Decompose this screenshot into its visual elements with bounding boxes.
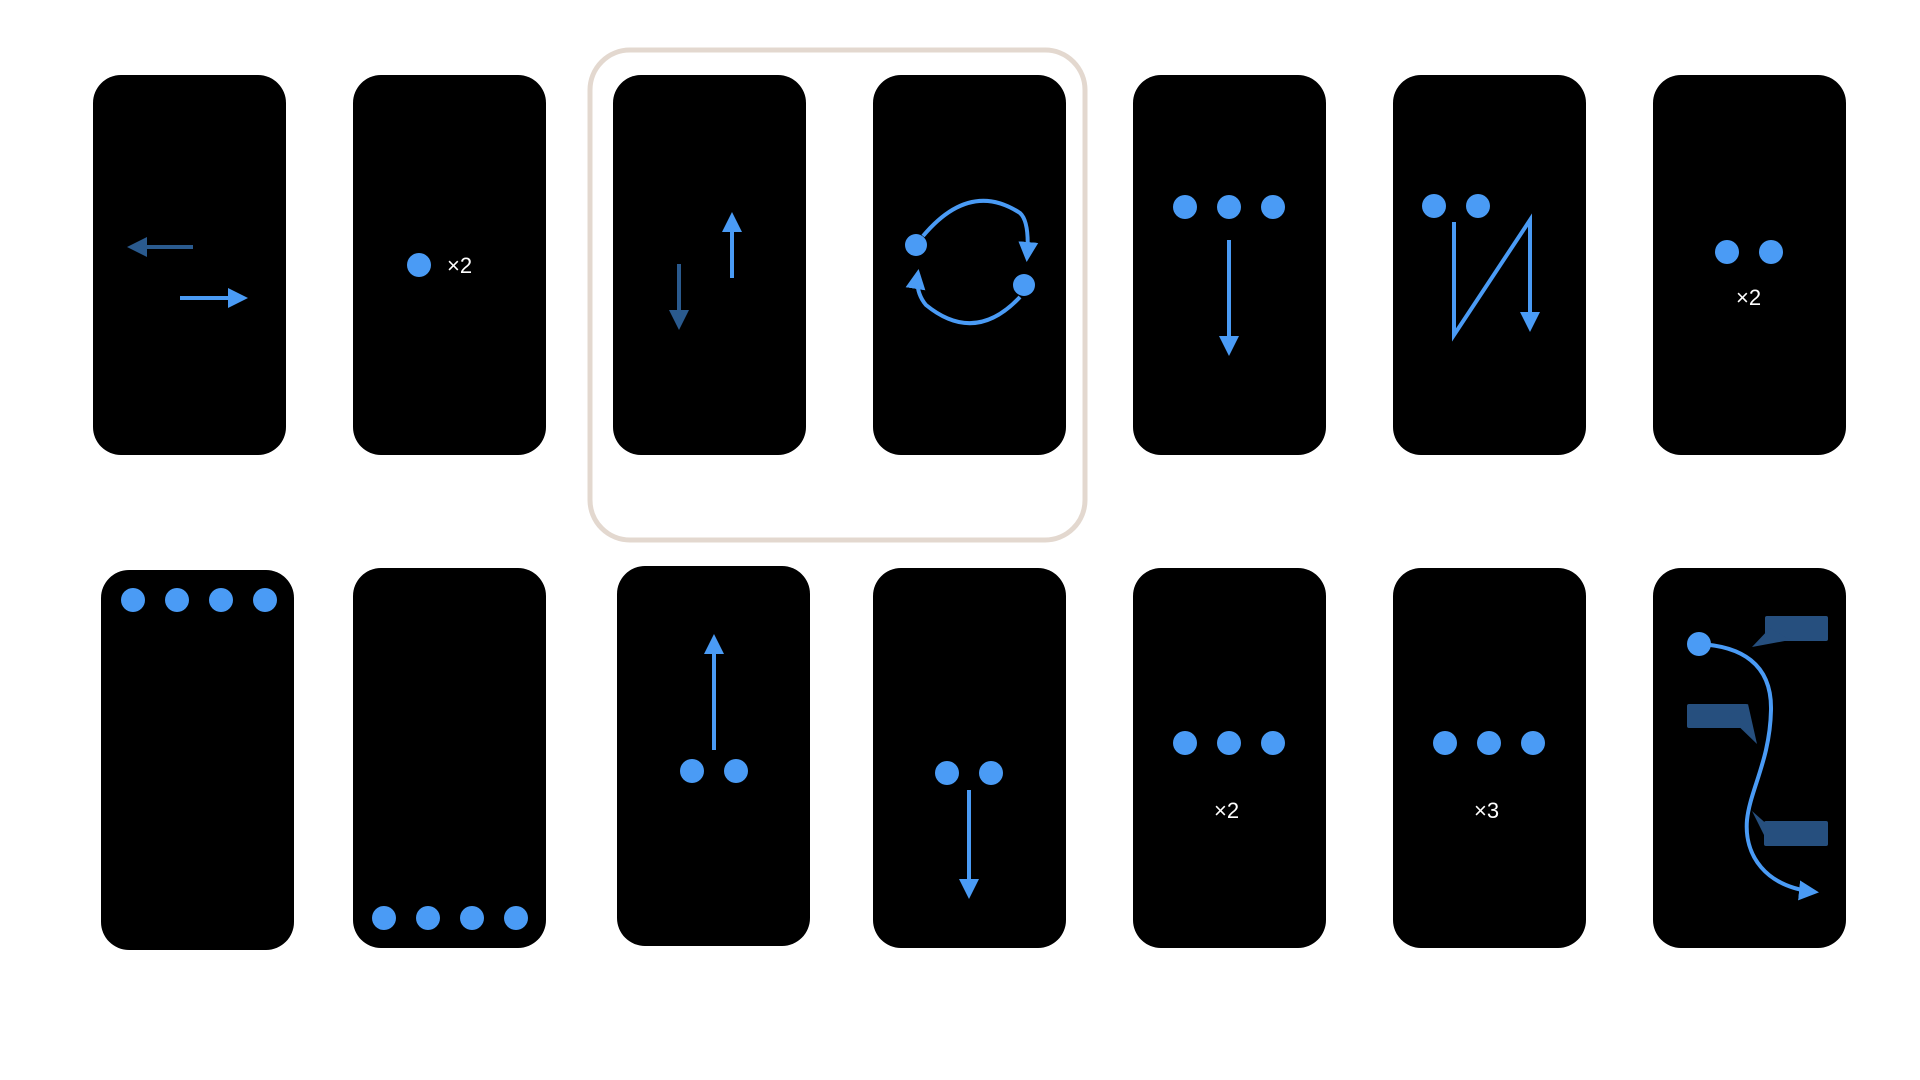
touch-point [1173, 195, 1197, 219]
gesture-card-two-finger-double-tap: ×2 [1653, 75, 1846, 455]
touch-point [935, 761, 959, 785]
touch-point [253, 588, 277, 612]
touch-point [1521, 731, 1545, 755]
gesture-card-drag-to-explore [1653, 568, 1846, 948]
touch-point [416, 906, 440, 930]
touch-point [209, 588, 233, 612]
tap-count-label: ×2 [447, 253, 472, 278]
touch-point [979, 761, 1003, 785]
tap-count-label: ×2 [1736, 285, 1761, 310]
gesture-card-two-finger-rotate [873, 75, 1066, 455]
touch-point [905, 234, 927, 256]
drag-path-with-popups-icon [1687, 616, 1828, 901]
gesture-card-three-finger-triple-tap: ×3 [1393, 568, 1586, 948]
touch-point [121, 588, 145, 612]
phone-screen [1393, 75, 1586, 455]
gesture-card-three-finger-swipe-down [1133, 75, 1326, 455]
gesture-card-four-finger-tap-bottom [353, 568, 546, 948]
touch-point [1759, 240, 1783, 264]
popup-card [1752, 616, 1828, 647]
gesture-card-flick-left-right [93, 75, 286, 455]
gesture-card-flick-up-down [613, 75, 806, 455]
group-highlight-frame [587, 47, 1088, 543]
phone-screen [93, 75, 286, 455]
two-finger-swipe-up-icon [680, 634, 748, 783]
gesture-card-four-finger-tap-top [101, 570, 294, 950]
touch-point [1715, 240, 1739, 264]
tap-count-label: ×2 [1214, 798, 1239, 823]
horizontal-flick-arrows-icon [127, 237, 248, 308]
touch-point [1261, 195, 1285, 219]
touch-point [407, 253, 431, 277]
touch-point [1422, 194, 1446, 218]
touch-point [1173, 731, 1197, 755]
touch-point [372, 906, 396, 930]
touch-point [1466, 194, 1490, 218]
phone-screen [873, 75, 1066, 455]
z-scrub-icon [1422, 194, 1540, 342]
three-touch-points-icon [1433, 731, 1545, 755]
gesture-card-one-finger-double-tap: ×2 [353, 75, 546, 455]
vertical-flick-arrows-icon [669, 212, 742, 330]
single-touch-point-icon [407, 253, 431, 277]
two-touch-points-icon [1715, 240, 1783, 264]
three-finger-swipe-down-icon [1173, 195, 1285, 356]
touch-point [1217, 195, 1241, 219]
phone-screen [613, 75, 806, 455]
tap-count-label: ×3 [1474, 798, 1499, 823]
popup-card [1752, 811, 1828, 846]
gesture-card-two-finger-swipe-up [617, 566, 810, 946]
phone-screen [1653, 568, 1846, 948]
phone-screen [1133, 568, 1326, 948]
phone-screen [353, 75, 546, 455]
phone-screen [873, 568, 1066, 948]
touch-point [724, 759, 748, 783]
touch-point [1261, 731, 1285, 755]
touch-point [460, 906, 484, 930]
three-touch-points-icon [1173, 731, 1285, 755]
phone-screen [353, 568, 546, 948]
touch-point [504, 906, 528, 930]
touch-point [1477, 731, 1501, 755]
two-finger-swipe-down-icon [935, 761, 1003, 899]
phone-screen [101, 570, 294, 950]
touch-point [1433, 731, 1457, 755]
touch-point [680, 759, 704, 783]
gesture-card-three-finger-double-tap: ×2 [1133, 568, 1326, 948]
rotate-arrows-icon [905, 198, 1039, 326]
popup-card [1687, 704, 1757, 744]
four-touch-points-bottom-icon [372, 906, 528, 930]
touch-point [1013, 274, 1035, 296]
touch-point [165, 588, 189, 612]
gesture-card-two-finger-scrub [1393, 75, 1586, 455]
touch-point [1217, 731, 1241, 755]
four-touch-points-top-icon [121, 588, 277, 612]
touch-point [1687, 632, 1711, 656]
phone-screen [1393, 568, 1586, 948]
gesture-card-two-finger-swipe-down [873, 568, 1066, 948]
phone-screen [617, 566, 810, 946]
phone-screen [1653, 75, 1846, 455]
